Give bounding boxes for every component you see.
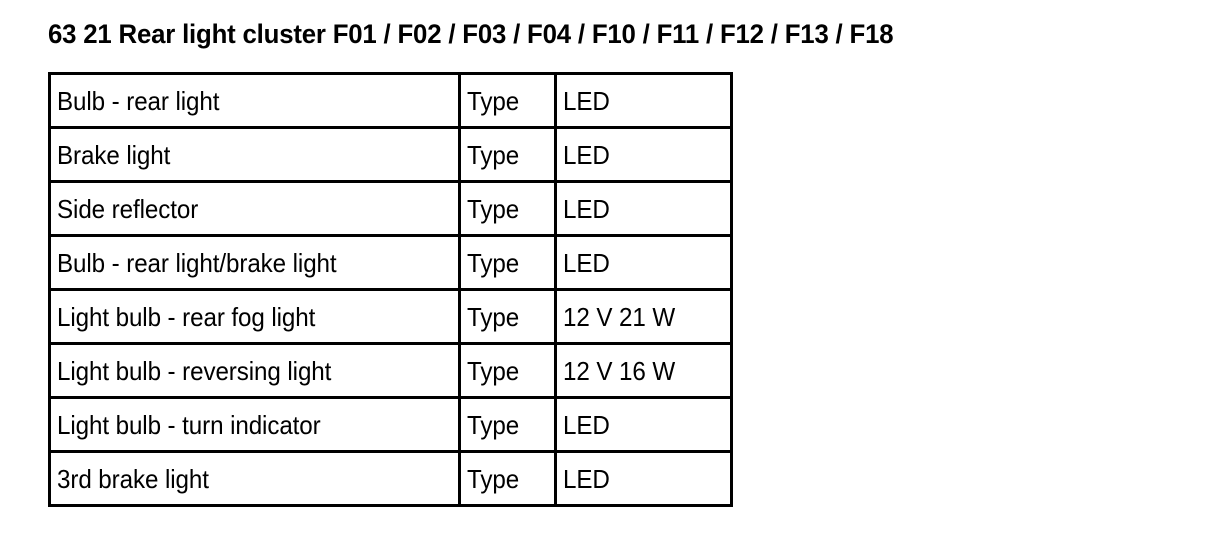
value-label: LED bbox=[563, 409, 610, 440]
value-label: LED bbox=[563, 463, 610, 494]
value-label: LED bbox=[563, 139, 610, 170]
component-label: Light bulb - turn indicator bbox=[57, 409, 321, 440]
property-label: Type bbox=[467, 247, 520, 278]
cell-value: LED bbox=[554, 450, 733, 507]
cell-value: 12 V 21 W bbox=[554, 288, 733, 345]
cell-component: 3rd brake light bbox=[48, 450, 461, 507]
table-row: Bulb - rear light Type LED bbox=[48, 72, 733, 129]
cell-component: Light bulb - reversing light bbox=[48, 342, 461, 399]
table-row: Light bulb - turn indicator Type LED bbox=[48, 396, 733, 453]
cell-value: LED bbox=[554, 72, 733, 129]
cell-component: Brake light bbox=[48, 126, 461, 183]
component-label: Light bulb - rear fog light bbox=[57, 301, 316, 332]
table-row: Bulb - rear light/brake light Type LED bbox=[48, 234, 733, 291]
table-row: Side reflector Type LED bbox=[48, 180, 733, 237]
cell-value: LED bbox=[554, 126, 733, 183]
property-label: Type bbox=[467, 463, 520, 494]
cell-component: Light bulb - turn indicator bbox=[48, 396, 461, 453]
component-label: Bulb - rear light bbox=[57, 85, 220, 116]
cell-value: LED bbox=[554, 396, 733, 453]
cell-component: Side reflector bbox=[48, 180, 461, 237]
property-label: Type bbox=[467, 301, 520, 332]
cell-property: Type bbox=[458, 288, 557, 345]
component-label: Brake light bbox=[57, 139, 171, 170]
cell-property: Type bbox=[458, 72, 557, 129]
cell-value: LED bbox=[554, 234, 733, 291]
cell-component: Bulb - rear light/brake light bbox=[48, 234, 461, 291]
value-label: 12 V 16 W bbox=[563, 355, 676, 386]
cell-value: 12 V 16 W bbox=[554, 342, 733, 399]
property-label: Type bbox=[467, 409, 520, 440]
table-row: Brake light Type LED bbox=[48, 126, 733, 183]
cell-property: Type bbox=[458, 342, 557, 399]
component-label: Bulb - rear light/brake light bbox=[57, 247, 337, 278]
table-row: 3rd brake light Type LED bbox=[48, 450, 733, 507]
cell-property: Type bbox=[458, 126, 557, 183]
cell-property: Type bbox=[458, 234, 557, 291]
cell-property: Type bbox=[458, 396, 557, 453]
component-label: 3rd brake light bbox=[57, 463, 209, 494]
cell-component: Bulb - rear light bbox=[48, 72, 461, 129]
cell-value: LED bbox=[554, 180, 733, 237]
cell-property: Type bbox=[458, 450, 557, 507]
page-title: 63 21 Rear light cluster F01 / F02 / F03… bbox=[48, 19, 894, 49]
value-label: LED bbox=[563, 193, 610, 224]
property-label: Type bbox=[467, 193, 520, 224]
property-label: Type bbox=[467, 85, 520, 116]
component-label: Light bulb - reversing light bbox=[57, 355, 332, 386]
table-row: Light bulb - reversing light Type 12 V 1… bbox=[48, 342, 733, 399]
property-label: Type bbox=[467, 355, 520, 386]
component-label: Side reflector bbox=[57, 193, 199, 224]
value-label: 12 V 21 W bbox=[563, 301, 676, 332]
cell-component: Light bulb - rear fog light bbox=[48, 288, 461, 345]
table-row: Light bulb - rear fog light Type 12 V 21… bbox=[48, 288, 733, 345]
cell-property: Type bbox=[458, 180, 557, 237]
table-body: Bulb - rear light Type LED Brake light T… bbox=[48, 72, 733, 507]
value-label: LED bbox=[563, 85, 610, 116]
value-label: LED bbox=[563, 247, 610, 278]
rear-light-cluster-spec-table: Bulb - rear light Type LED Brake light T… bbox=[48, 72, 733, 507]
property-label: Type bbox=[467, 139, 520, 170]
